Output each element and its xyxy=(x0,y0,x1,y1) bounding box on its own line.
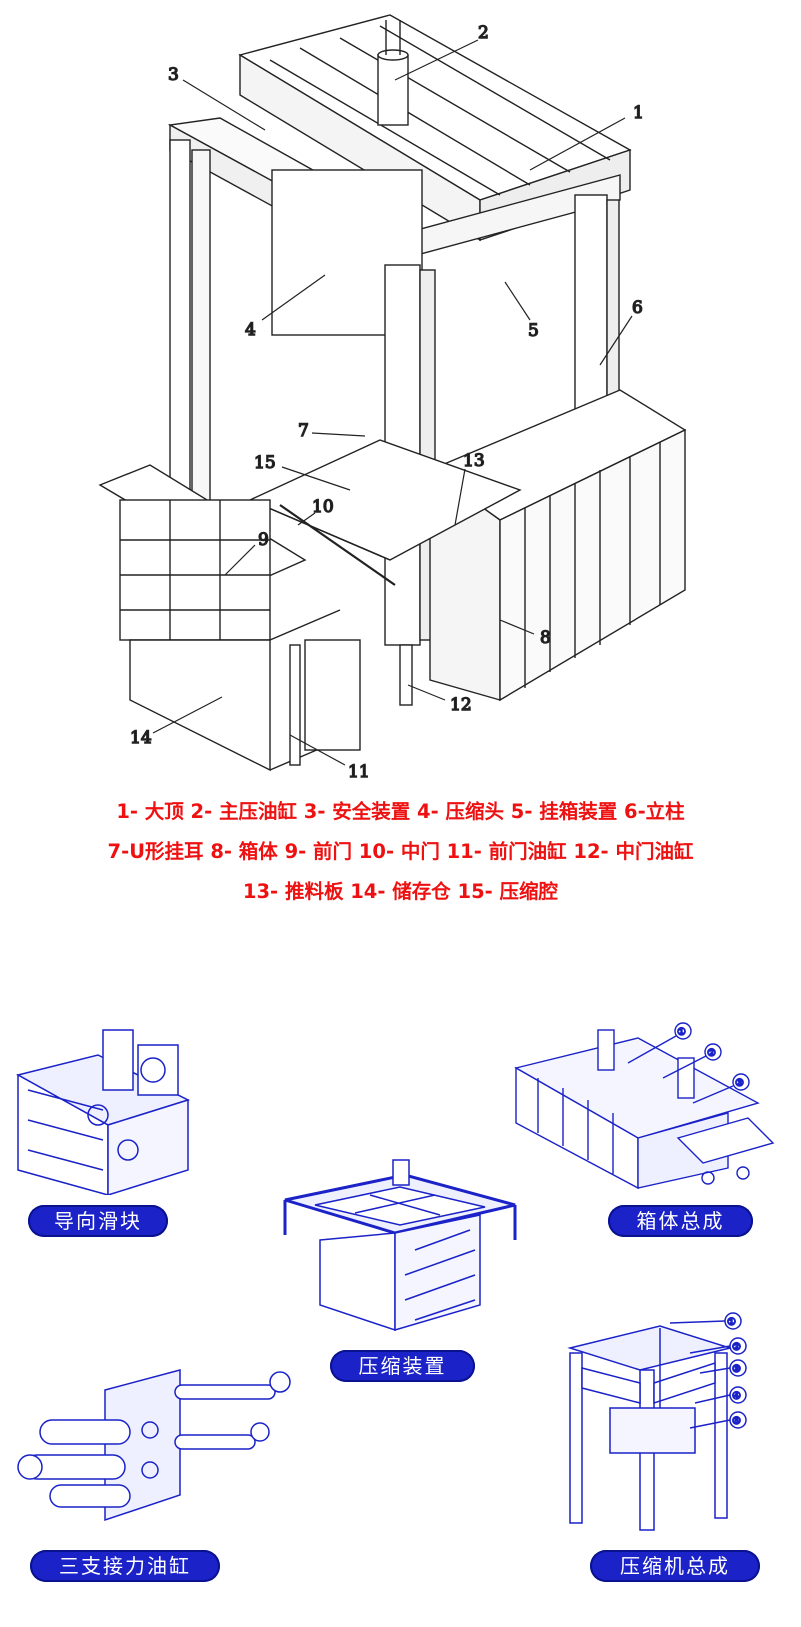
box-mark-2: ② xyxy=(707,1048,716,1059)
label-compressor-assembly: 压缩机总成 xyxy=(590,1550,760,1582)
callout-3: 3 xyxy=(168,65,179,85)
callout-7: 7 xyxy=(298,421,309,441)
callout-5: 5 xyxy=(528,321,539,341)
front-door xyxy=(98,464,307,641)
box-body xyxy=(428,389,687,702)
callout-13: 13 xyxy=(463,451,485,471)
left-columns xyxy=(169,139,211,521)
door-cylinders xyxy=(289,639,413,766)
compression-cavity xyxy=(248,439,522,586)
callout-2: 2 xyxy=(478,23,489,43)
callout-14: 14 xyxy=(130,728,152,748)
legend-line-1: 1- 大顶 2- 主压油缸 3- 安全装置 4- 压缩头 5- 挂箱装置 6-立… xyxy=(116,800,685,823)
label-box-assembly: 箱体总成 xyxy=(608,1205,753,1237)
label-compression-device: 压缩装置 xyxy=(330,1350,475,1382)
legend-line-3: 13- 推料板 14- 储存仓 15- 压缩腔 xyxy=(242,880,559,903)
compressor-mark-5: ⑤ xyxy=(732,1416,741,1427)
box-assembly-drawing: ① ② ③ xyxy=(514,1022,775,1190)
callout-10: 10 xyxy=(312,497,334,517)
label-cylinder: 三支接力油缸 xyxy=(30,1550,220,1582)
compression-device-drawing xyxy=(283,1159,517,1332)
callout-8: 8 xyxy=(540,628,551,648)
box-mark-3: ③ xyxy=(735,1078,744,1089)
compressor-mark-3: ③ xyxy=(732,1364,741,1375)
callout-15: 15 xyxy=(254,453,276,473)
compressor-assembly-drawing: ① ② ③ ④ ⑤ xyxy=(567,1312,747,1531)
cylinder-drawing xyxy=(17,1369,291,1522)
callout-11: 11 xyxy=(348,762,370,782)
compressor-mark-1: ① xyxy=(727,1317,736,1328)
guide-slider-drawing xyxy=(15,1029,190,1195)
callout-4: 4 xyxy=(245,320,256,340)
compressor-mark-4: ④ xyxy=(732,1391,741,1402)
compressor-mark-2: ② xyxy=(732,1342,741,1353)
main-cylinder xyxy=(377,20,409,126)
callout-1: 1 xyxy=(633,103,644,123)
callout-9: 9 xyxy=(258,530,269,550)
label-guide-slider: 导向滑块 xyxy=(28,1205,168,1237)
box-mark-1: ① xyxy=(677,1027,686,1038)
callout-6: 6 xyxy=(632,298,643,318)
leader-lines xyxy=(152,39,633,766)
callout-12: 12 xyxy=(450,695,472,715)
legend-line-2: 7-U形挂耳 8- 箱体 9- 前门 10- 中门 11- 前门油缸 12- 中… xyxy=(107,840,694,863)
main-assembly-drawing: 1 2 3 4 5 6 7 8 9 10 11 12 13 14 15 xyxy=(98,14,687,783)
